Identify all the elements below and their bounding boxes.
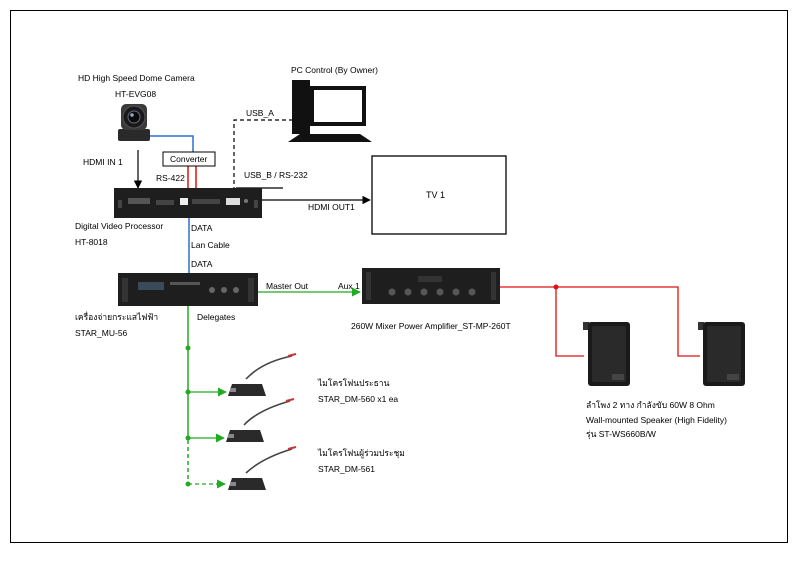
lan-cable-label: Lan Cable [191,240,230,250]
converter-label: Converter [170,154,207,164]
speaker-desc-2: Wall-mounted Speaker (High Fidelity) [586,415,727,425]
bus-node-1 [185,345,191,351]
speaker-left [583,322,630,386]
master-out-label: Master Out [266,281,309,291]
camera-title: HD High Speed Dome Camera [78,73,195,83]
video-processor [114,188,262,218]
data-bottom-label: DATA [191,259,213,269]
usb-a-line [233,119,300,188]
mixer-name: เครื่องจ่ายกระแสไฟฟ้า [75,311,158,322]
diagram-frame [10,10,788,543]
speaker-line-a [500,286,700,357]
processor-name: Digital Video Processor [75,221,163,231]
speaker-desc-1: ลำโพง 2 ทาง กำลังขับ 60W 8 Ohm [586,400,715,410]
rs422-label: RS-422 [156,173,185,183]
camera-model: HT-EVG08 [115,89,156,99]
aux-label: Aux 1 [338,281,360,291]
mic-delegate-name: ไมโครโฟนผู้ร่วมประชุม [317,448,405,459]
power-amplifier [362,268,500,304]
delegates-label: Delegates [197,312,235,322]
hdmi-in-label: HDMI IN 1 [83,157,123,167]
usb-b-label: USB_B / RS-232 [244,170,308,180]
hdmi-out-label: HDMI OUT1 [308,202,355,212]
speaker-line-b [555,287,584,357]
tv-label: TV 1 [426,190,445,200]
mic-delegate-2 [228,446,297,490]
pc-title: PC Control (By Owner) [291,65,378,75]
mic-chair-name: ไมโครโฟนประธาน [317,378,390,388]
pc-computer [288,80,372,142]
usb-a-label: USB_A [246,108,274,118]
data-top-label: DATA [191,223,213,233]
mixer-unit [118,273,258,306]
speaker-desc-3: รุ่น ST-WS660B/W [586,429,656,440]
speaker-right [698,322,745,386]
mic-delegate-1 [226,398,295,442]
speaker-junction [553,284,559,290]
mic-chair-model: STAR_DM-560 x1 ea [318,394,398,404]
camera-converter-line [150,135,194,152]
converter-box [162,151,216,167]
dome-camera [118,104,150,141]
mixer-model: STAR_MU-56 [75,328,128,338]
mic-chairman [228,353,297,396]
tv-box [371,155,507,235]
amplifier-name: 260W Mixer Power Amplifier_ST-MP-260T [351,321,511,331]
mic-delegate-model: STAR_DM-561 [318,464,375,474]
processor-model: HT-8018 [75,237,108,247]
